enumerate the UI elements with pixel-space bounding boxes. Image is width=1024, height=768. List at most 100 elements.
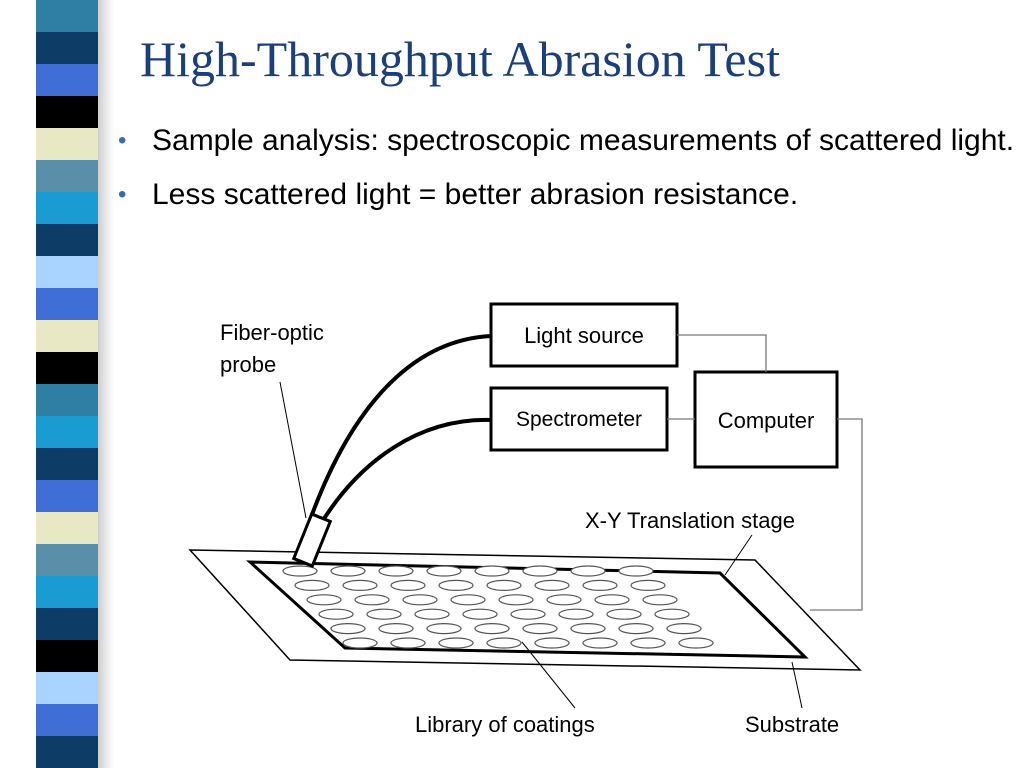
stripe-segment xyxy=(36,384,98,416)
stripe-segment xyxy=(36,320,98,352)
coating-well xyxy=(606,608,642,620)
light-computer-line xyxy=(677,334,767,372)
coating-well xyxy=(498,594,534,606)
bullet-dot-icon: • xyxy=(118,181,127,208)
coating-well xyxy=(366,608,402,620)
stripe-segment xyxy=(36,192,98,224)
stripe-segment xyxy=(36,0,98,32)
stripe-segment xyxy=(36,256,98,288)
bullet-item: • Less scattered light = better abrasion… xyxy=(118,176,1018,214)
coating-well xyxy=(378,565,414,577)
coating-well xyxy=(474,565,510,577)
stripe-segment xyxy=(36,352,98,384)
coating-well xyxy=(330,565,366,577)
coating-well xyxy=(534,579,570,591)
stripe-segment xyxy=(36,128,98,160)
coating-well xyxy=(306,594,342,606)
coating-well xyxy=(486,579,522,591)
coating-well xyxy=(510,608,546,620)
stripe-segment xyxy=(36,480,98,512)
coating-well xyxy=(474,623,510,635)
fiber-cable-spectrometer xyxy=(318,417,492,527)
coating-well xyxy=(666,623,702,635)
coating-well xyxy=(378,623,414,635)
fiber-cable-light xyxy=(308,334,492,521)
coating-well xyxy=(462,608,498,620)
coating-well xyxy=(582,637,618,649)
light-source-box xyxy=(489,302,679,368)
coating-well xyxy=(618,623,654,635)
stripe-segment xyxy=(36,160,98,192)
probe-leader-line xyxy=(279,381,307,519)
stripe-segment xyxy=(36,640,98,672)
computer-label: Computer xyxy=(718,408,815,433)
substrate-leader-line xyxy=(791,661,803,709)
coating-well xyxy=(642,594,678,606)
coating-well xyxy=(330,623,366,635)
coating-well xyxy=(426,565,462,577)
coating-well xyxy=(570,565,606,577)
stripe-segment xyxy=(36,544,98,576)
stage-label: X-Y Translation stage xyxy=(585,508,795,533)
stripe-segment xyxy=(36,224,98,256)
coating-well xyxy=(630,637,666,649)
coating-well xyxy=(558,608,594,620)
library-leader-line xyxy=(521,641,576,709)
stripe-segment xyxy=(36,576,98,608)
library-label: Library of coatings xyxy=(415,712,595,737)
bullet-dot-icon: • xyxy=(118,127,127,154)
coating-well xyxy=(546,594,582,606)
slide-title: High-Throughput Abrasion Test xyxy=(140,31,780,87)
coating-well xyxy=(486,637,522,649)
coating-well xyxy=(426,623,462,635)
coating-well xyxy=(414,608,450,620)
coating-well xyxy=(594,594,630,606)
coating-library-wells xyxy=(282,565,714,649)
coating-well xyxy=(678,637,714,649)
stripe-shadow xyxy=(98,0,114,768)
coating-well xyxy=(438,637,474,649)
coating-well xyxy=(390,637,426,649)
stripe-segment xyxy=(36,512,98,544)
probe-label-line2: probe xyxy=(220,352,276,377)
fiber-optic-probe xyxy=(291,512,333,568)
coating-well xyxy=(582,579,618,591)
spectrometer-label: Spectrometer xyxy=(516,408,642,431)
abrasion-test-diagram: Light source Spectrometer Computer Fiber… xyxy=(188,302,863,737)
substrate-label: Substrate xyxy=(745,712,839,737)
coating-well xyxy=(318,608,354,620)
coating-well xyxy=(438,579,474,591)
coating-well xyxy=(534,637,570,649)
coating-well xyxy=(342,637,378,649)
decorative-stripe-bar xyxy=(36,0,98,768)
coating-well xyxy=(342,579,378,591)
bullet-text: Less scattered light = better abrasion r… xyxy=(152,178,799,211)
computer-stage-line xyxy=(810,418,863,611)
coating-well xyxy=(450,594,486,606)
stripe-segment xyxy=(36,608,98,640)
stripe-segment xyxy=(36,704,98,736)
probe-label-line1: Fiber-optic xyxy=(220,320,324,345)
coating-well xyxy=(522,623,558,635)
coating-well xyxy=(522,565,558,577)
stripe-segment xyxy=(36,416,98,448)
coating-well xyxy=(630,579,666,591)
coating-well xyxy=(402,594,438,606)
light-source-label: Light source xyxy=(524,323,644,348)
stripe-segment xyxy=(36,96,98,128)
stripe-segment xyxy=(36,736,98,768)
coating-well xyxy=(654,608,690,620)
bullet-item: • Sample analysis: spectroscopic measure… xyxy=(118,122,1018,160)
bullet-list: • Sample analysis: spectroscopic measure… xyxy=(118,122,1018,230)
coating-well xyxy=(354,594,390,606)
stage-leader-line xyxy=(724,534,753,576)
stripe-segment xyxy=(36,32,98,64)
coating-well xyxy=(294,579,330,591)
coating-well xyxy=(282,565,318,577)
stripe-segment xyxy=(36,448,98,480)
stripe-segment xyxy=(36,672,98,704)
spectrometer-box xyxy=(489,386,669,452)
stripe-segment xyxy=(36,64,98,96)
bullet-text: Sample analysis: spectroscopic measureme… xyxy=(152,124,1015,157)
coating-well xyxy=(570,623,606,635)
